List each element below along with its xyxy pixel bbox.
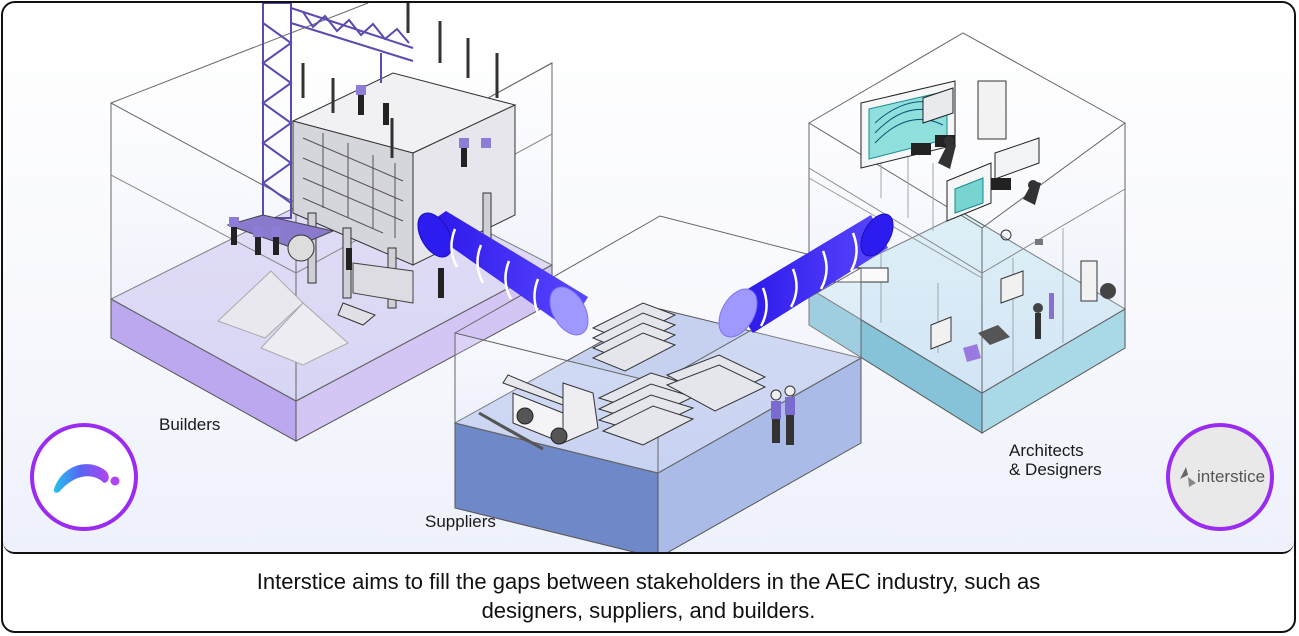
connector-left	[417, 211, 589, 336]
interstice-mark-icon	[1180, 467, 1196, 487]
caption-line-1: Interstice aims to fill the gaps between…	[256, 569, 1041, 594]
architects-block	[807, 32, 1126, 434]
caption-line-2: designers, suppliers, and builders.	[481, 598, 816, 623]
illustration-panel: Builders Suppliers Architects & Designer…	[3, 3, 1294, 554]
suppliers-label: Suppliers	[425, 512, 496, 531]
connector-right	[718, 213, 894, 338]
architects-label-line2: & Designers	[1009, 460, 1102, 479]
figure-caption: Interstice aims to fill the gaps between…	[3, 567, 1294, 625]
builders-label: Builders	[159, 415, 221, 434]
swoosh-logo-icon	[53, 464, 120, 493]
interstice-logo: interstice	[1166, 423, 1274, 531]
aec-illustration	[109, 3, 1126, 552]
interstice-logo-text: interstice	[1197, 467, 1266, 486]
architects-label-line1: Architects	[1009, 441, 1084, 460]
suppliers-block	[453, 215, 863, 552]
left-logo	[30, 423, 138, 531]
